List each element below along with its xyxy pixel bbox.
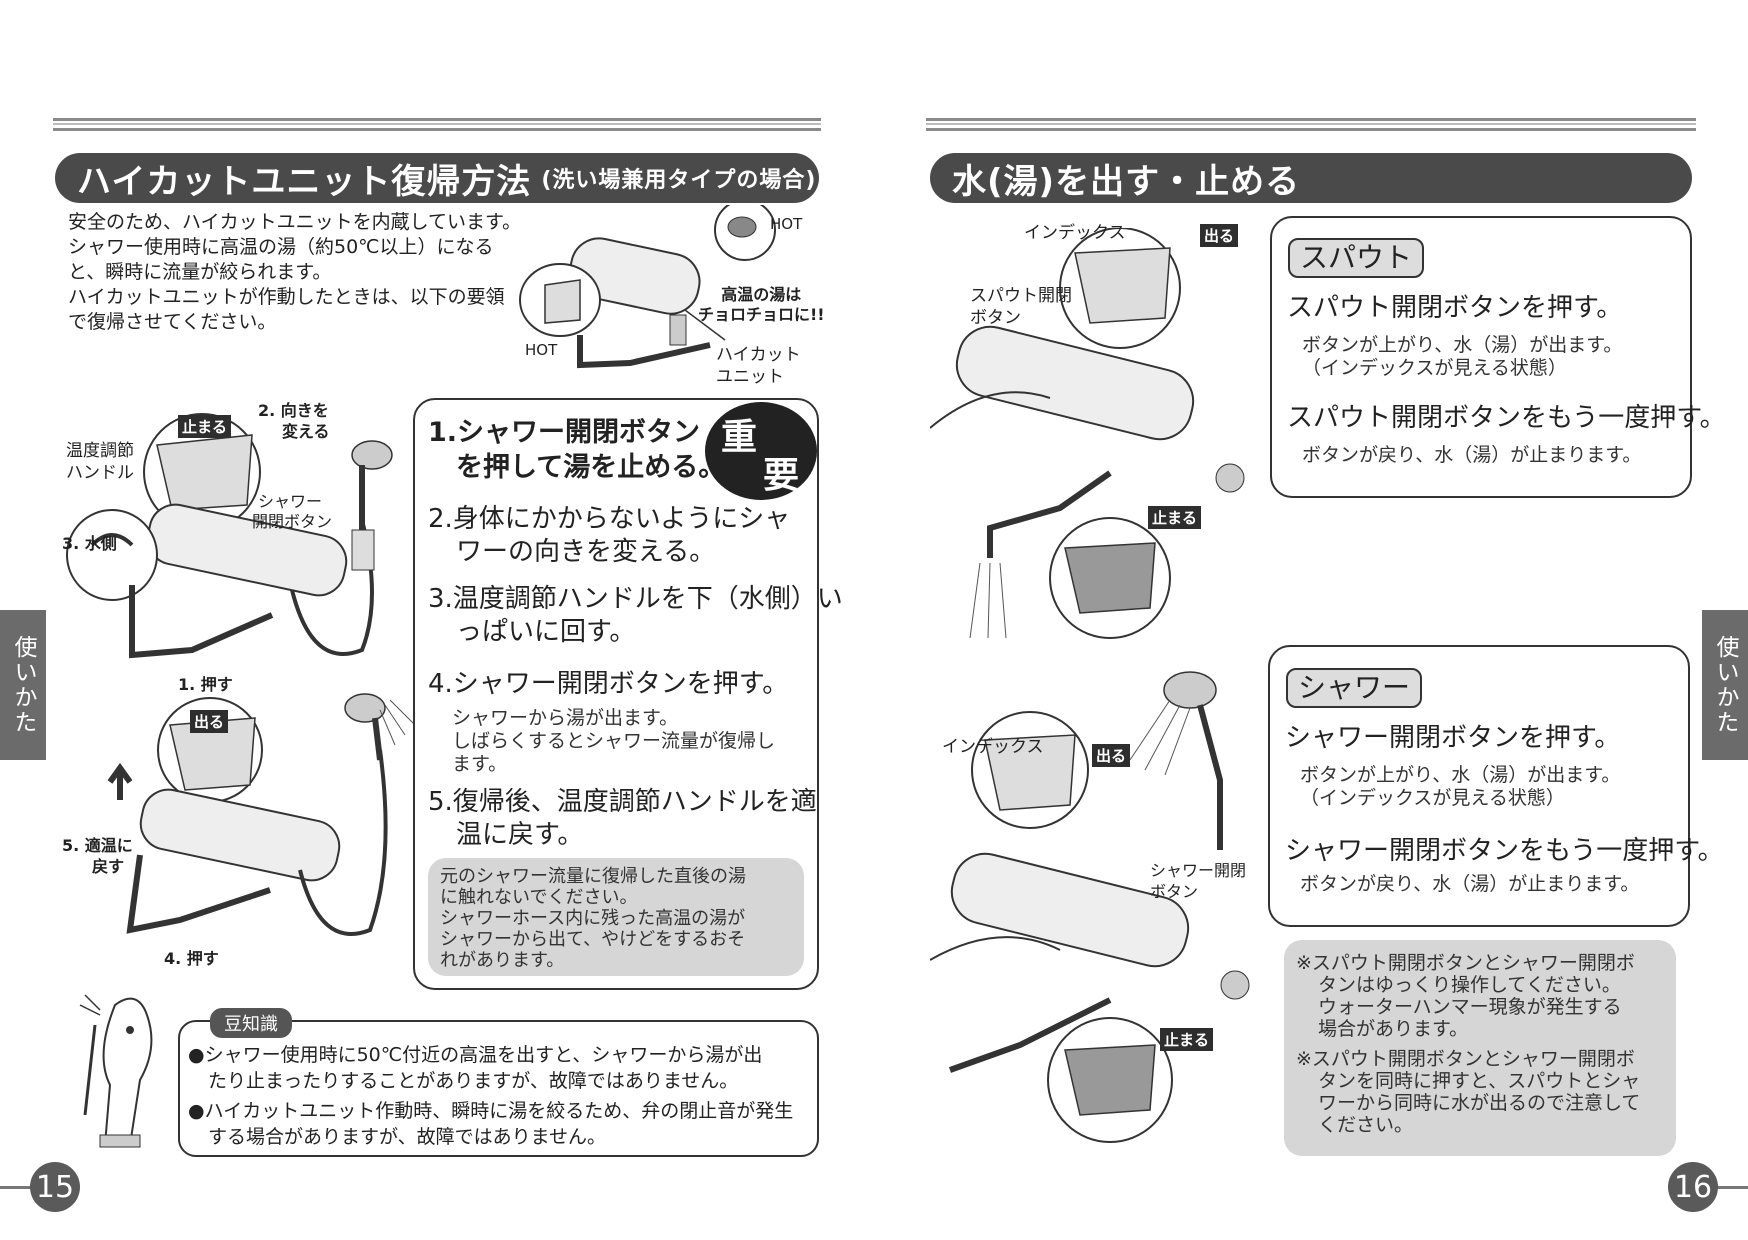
- caution-text: 元のシャワー流量に復帰した直後の湯 に触れないでください。 シャワーホース内に残…: [440, 866, 746, 971]
- shower-restore-illustration: [107, 693, 416, 936]
- hot-water-label: 高温の湯は チョロチョロに!!: [698, 285, 825, 324]
- intro-text: 安全のため、ハイカットユニットを内蔵しています。 シャワー使用時に高温の湯（約5…: [68, 211, 522, 333]
- push1-label: 1. 押す: [178, 675, 233, 694]
- out-tag-2: 出る: [1200, 224, 1239, 247]
- shower-faucet-illustration: [930, 671, 1250, 1143]
- index-label-2: インデックス: [942, 737, 1044, 757]
- out-tag-1: 出る: [190, 710, 229, 733]
- step-2: 2.身体にかからないようにシャ ワーの向きを変える。: [428, 504, 791, 567]
- spout-push: スパウト開閉ボタンを押す。: [1287, 293, 1623, 323]
- page-number-left: 15: [30, 1162, 80, 1212]
- stop-tag-1: 止まる: [178, 415, 232, 438]
- shower-button-label-right: シャワー開閉 ボタン: [1150, 861, 1247, 901]
- notes-text: ※スパウト開閉ボタンとシャワー開閉ボ タンはゆっくり操作してください。 ウォータ…: [1296, 952, 1641, 1136]
- shower-push: シャワー開閉ボタンを押す。: [1285, 723, 1621, 753]
- hot-label-top: HOT: [770, 215, 803, 233]
- top-rule-left: [53, 118, 821, 131]
- trivia-text: ●シャワー使用時に50℃付近の高温を出すと、シャワーから湯が出 たり止まったりす…: [188, 1044, 794, 1148]
- notes-box: [1284, 940, 1676, 1156]
- stop-tag-3: 止まる: [1160, 1028, 1214, 1051]
- page-number-right: 16: [1668, 1162, 1718, 1212]
- spout-push-note: ボタンが上がり、水（湯）が出ます。 （インデックスが見える状態）: [1302, 334, 1623, 379]
- page-title-left: ハイカットユニット復帰方法 (洗い場兼用タイプの場合): [55, 153, 819, 203]
- stop-tag-2: 止まる: [1148, 506, 1202, 529]
- professor-mascot-illustration: [79, 994, 153, 1148]
- trivia-box: [178, 1020, 819, 1157]
- spout-push-again-note: ボタンが戻り、水（湯）が止まります。: [1302, 444, 1642, 466]
- spout-heading: スパウト: [1288, 238, 1425, 278]
- shower-heading: シャワー: [1286, 668, 1423, 708]
- important-badge: 重 要: [705, 402, 817, 500]
- page-line-right: [1716, 1186, 1748, 1189]
- title-sub: (洗い場兼用タイプの場合): [541, 168, 817, 193]
- step-4: 4.シャワー開閉ボタンを押す。: [428, 669, 789, 699]
- shower-stop-illustration: [66, 413, 393, 659]
- caution-box: [428, 858, 804, 976]
- top-rule-right: [926, 118, 1696, 131]
- highcut-faucet-illustration: [519, 205, 776, 369]
- shower-push-note: ボタンが上がり、水（湯）が出ます。 （インデックスが見える状態）: [1300, 764, 1621, 809]
- turn-label: 2. 向きを 変える: [258, 401, 330, 441]
- index-label-1: インデックス: [1024, 223, 1126, 243]
- shower-push-again-note: ボタンが戻り、水（湯）が止まります。: [1300, 873, 1640, 895]
- step-4-note: シャワーから湯が出ます。 しばらくするとシャワー流量が復帰し ます。: [452, 707, 776, 775]
- push4-label: 4. 押す: [164, 949, 219, 968]
- out-tag-3: 出る: [1092, 744, 1131, 767]
- return-temp-label: 5. 適温に 戻す: [62, 836, 133, 876]
- shower-push-again: シャワー開閉ボタンをもう一度押す。: [1285, 836, 1724, 866]
- spout-button-label: スパウト開閉 ボタン: [970, 286, 1072, 328]
- side-tab-left[interactable]: 使いかた: [0, 610, 46, 760]
- water-side-label: 3. 水側: [62, 534, 117, 553]
- step-5: 5.復帰後、温度調節ハンドルを適 温に戻す。: [428, 787, 817, 850]
- shower-button-label: シャワー 開閉ボタン: [252, 492, 333, 531]
- title-main: ハイカットユニット復帰方法: [77, 161, 532, 202]
- highcut-unit-label: ハイカット ユニット: [716, 345, 801, 387]
- step-1: 1.シャワー開閉ボタン を押して湯を止める。: [428, 417, 726, 483]
- side-tab-right[interactable]: 使いかた: [1702, 610, 1748, 760]
- page-title-right: 水(湯)を出す・止める: [930, 153, 1692, 203]
- spout-push-again: スパウト開閉ボタンをもう一度押す。: [1287, 403, 1726, 433]
- hot-label-bottom: HOT: [525, 341, 558, 359]
- step-3: 3.温度調節ハンドルを下（水側）い っぱいに回す。: [428, 584, 843, 647]
- temp-handle-label: 温度調節 ハンドル: [66, 441, 134, 483]
- title-main-right: 水(湯)を出す・止める: [952, 161, 1301, 202]
- spout-faucet-illustration: [930, 228, 1245, 639]
- trivia-label: 豆知識: [210, 1008, 292, 1038]
- page-line-left: [0, 1186, 32, 1189]
